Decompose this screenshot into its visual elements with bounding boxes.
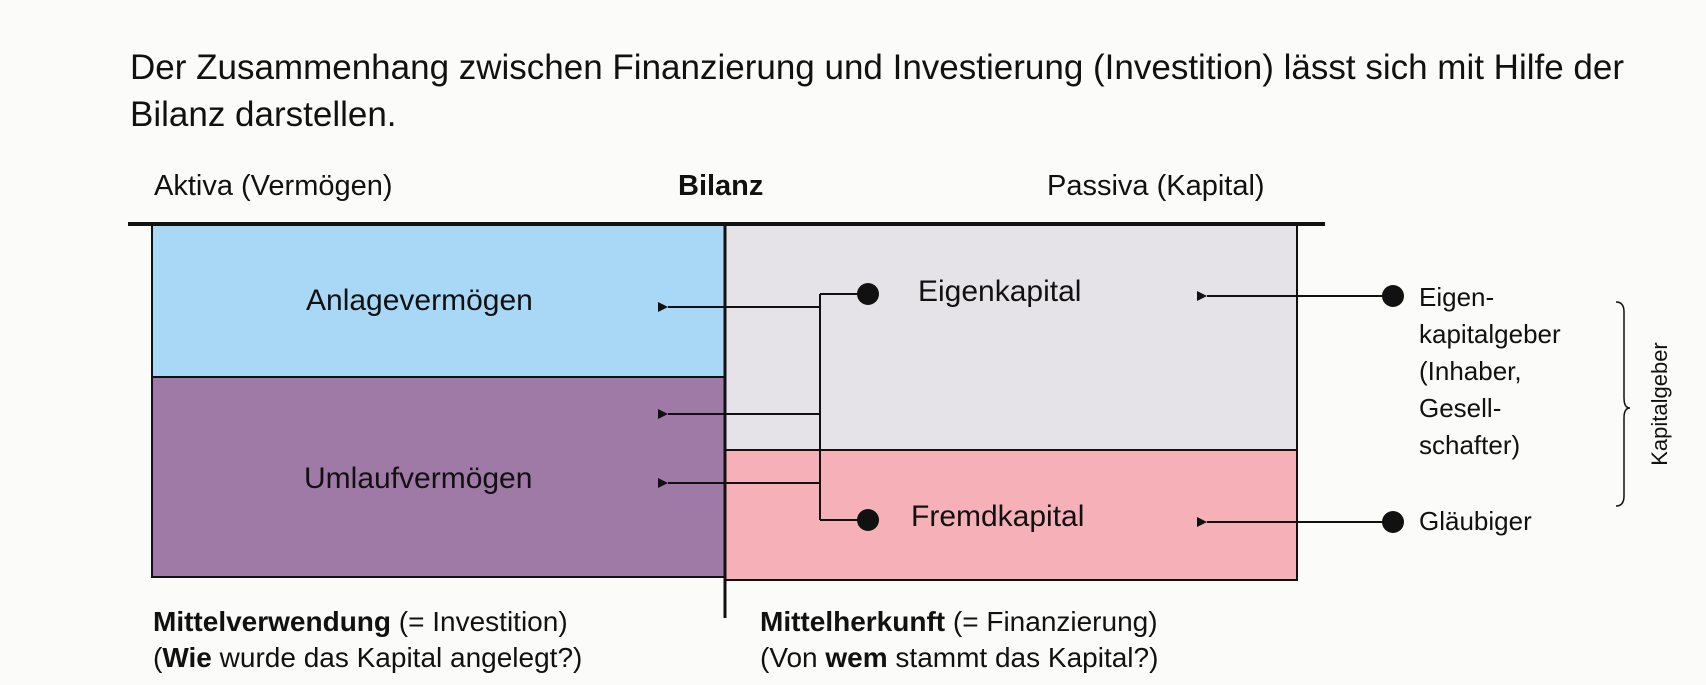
glaeubiger-dot <box>1382 511 1404 533</box>
mittelverwendung-q-rest: wurde das Kapital angelegt?) <box>211 642 583 673</box>
fremdkapital-dot <box>857 509 879 531</box>
mittelherkunft-q-bold: wem <box>825 642 888 673</box>
eigenkapitalgeber-line-3: (Inhaber, <box>1419 356 1522 386</box>
mittelherkunft-caption: Mittelherkunft (= Finanzierung) (Von wem… <box>760 604 1158 676</box>
eigenkapitalgeber-line-5: schafter) <box>1419 430 1521 460</box>
aktiva-header: Aktiva (Vermögen) <box>154 170 393 202</box>
kapitalgeber-brace <box>1615 301 1631 507</box>
umlaufvermoegen-label: Umlaufvermögen <box>304 462 533 495</box>
eigenkapitalgeber-line-4: Gesell- <box>1419 393 1502 423</box>
eigenkapital-box <box>724 223 1298 451</box>
mittelverwendung-line-1: Mittelverwendung (= Investition) <box>153 604 582 640</box>
bilanz-title: Bilanz <box>678 170 764 202</box>
mittelverwendung-caption: Mittelverwendung (= Investition) (Wie wu… <box>153 604 582 676</box>
mittelherkunft-line-1: Mittelherkunft (= Finanzierung) <box>760 604 1158 640</box>
mittelverwendung-rest: (= Investition) <box>391 606 568 637</box>
eigenkapitalgeber-line-1: Eigen- <box>1419 282 1495 312</box>
eigenkapitalgeber-line-2: kapitalgeber <box>1419 319 1561 349</box>
mittelherkunft-line-2: (Von wem stammt das Kapital?) <box>760 640 1158 676</box>
mittelherkunft-bold: Mittelherkunft <box>760 606 946 637</box>
eigenkapitalgeber-label: Eigen- kapitalgeber (Inhaber, Gesell- sc… <box>1419 279 1561 464</box>
mittelherkunft-q-rest: stammt das Kapital?) <box>887 642 1159 673</box>
mittelverwendung-bold: Mittelverwendung <box>153 606 392 637</box>
passiva-header: Passiva (Kapital) <box>1047 170 1265 202</box>
glaeubiger-label: Gläubiger <box>1419 506 1532 536</box>
fremdkapital-label: Fremdkapital <box>911 500 1085 533</box>
anlagevermoegen-label: Anlagevermögen <box>306 284 533 317</box>
mittelherkunft-rest: (= Finanzierung) <box>945 606 1158 637</box>
mittelverwendung-q-pre: ( <box>153 642 163 673</box>
mittelherkunft-q-pre: (Von <box>760 642 826 673</box>
mittelverwendung-q-bold: Wie <box>162 642 212 673</box>
eigenkapital-dot <box>857 283 879 305</box>
kapitalgeber-label: Kapitalgeber <box>1647 342 1672 466</box>
intro-text: Der Zusammenhang zwischen Finanzierung u… <box>130 48 1624 134</box>
eigenkapitalgeber-dot <box>1382 285 1404 307</box>
eigenkapital-label: Eigenkapital <box>918 275 1082 308</box>
mittelverwendung-line-2: (Wie wurde das Kapital angelegt?) <box>153 640 582 676</box>
